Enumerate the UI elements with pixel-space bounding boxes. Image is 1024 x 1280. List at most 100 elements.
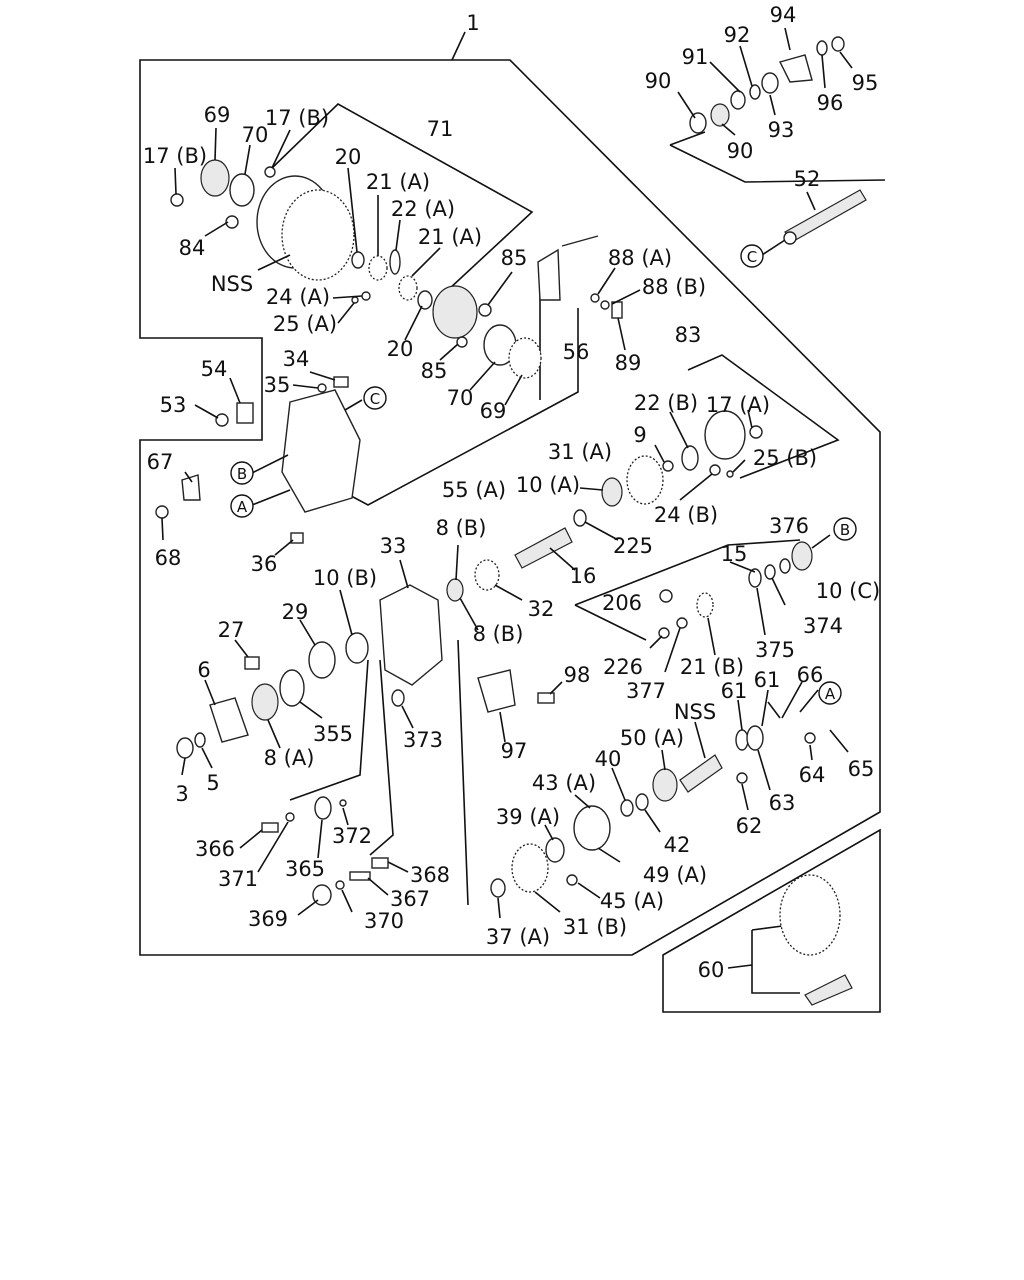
diff-case [432, 285, 478, 339]
label-42: 42 [664, 833, 691, 857]
plate-67 [181, 474, 201, 501]
bearing-50a [652, 768, 678, 802]
label-43a: 43 (A) [532, 771, 596, 795]
label-90-bottom: 90 [727, 139, 754, 163]
label-35: 35 [264, 373, 291, 397]
nut-95 [831, 36, 845, 52]
label-90-left: 90 [645, 69, 672, 93]
bolt-206 [659, 589, 673, 603]
label-16: 16 [570, 564, 597, 588]
bolt-85a [478, 303, 492, 317]
washer-35 [317, 383, 327, 393]
pin-372 [339, 799, 347, 807]
label-375: 375 [755, 638, 795, 662]
bolt-17b [170, 193, 184, 207]
bolt-84 [225, 215, 239, 229]
bearing-39a [545, 837, 565, 863]
gear-21a-1 [368, 255, 388, 281]
bolt-68 [155, 505, 169, 519]
washer-88a [590, 293, 600, 303]
label-1: 1 [466, 11, 479, 35]
label-366: 366 [195, 837, 235, 861]
washer-88b [600, 300, 610, 310]
label-40: 40 [595, 747, 622, 771]
label-31a: 31 (A) [548, 440, 612, 464]
bearing-70a [229, 173, 255, 207]
ring-61 [735, 729, 749, 751]
actuator-97 [477, 669, 516, 713]
label-33: 33 [380, 534, 407, 558]
shaft-52 [784, 189, 867, 243]
part-labels: 1 94 92 91 90 90 93 96 95 52 69 70 17 (B… [143, 3, 880, 982]
label-226: 226 [603, 655, 643, 679]
label-6: 6 [197, 658, 210, 682]
label-63: 63 [769, 791, 796, 815]
bearing-8b-1 [446, 578, 464, 602]
label-50a: 50 (A) [620, 726, 684, 750]
ring-92 [749, 84, 761, 100]
label-369: 369 [248, 907, 288, 931]
label-370: 370 [364, 909, 404, 933]
washer-370 [335, 880, 345, 890]
label-70-top: 70 [242, 123, 269, 147]
washer-9 [662, 460, 674, 472]
label-95: 95 [852, 71, 879, 95]
flange-6 [209, 697, 249, 743]
svg-text:A: A [237, 498, 248, 516]
bolt-27 [244, 656, 260, 670]
label-373: 373 [403, 728, 443, 752]
bracket-206 [574, 539, 801, 641]
label-53: 53 [160, 393, 187, 417]
seal-8a [251, 683, 279, 721]
label-29: 29 [282, 600, 309, 624]
washer-42 [635, 793, 649, 811]
retainer-49a [573, 805, 611, 851]
label-21b: 21 (B) [680, 655, 744, 679]
pin-367 [349, 871, 371, 881]
label-225: 225 [613, 534, 653, 558]
label-61-right: 61 [754, 668, 781, 692]
label-93: 93 [768, 118, 795, 142]
label-nss-ring: NSS [211, 272, 253, 296]
bolt-56 [561, 235, 599, 247]
bracket-71 [269, 103, 534, 291]
label-56: 56 [563, 340, 590, 364]
seal-63 [746, 725, 764, 751]
label-65: 65 [848, 757, 875, 781]
label-5: 5 [206, 771, 219, 795]
label-61-left: 61 [721, 679, 748, 703]
label-376: 376 [769, 514, 809, 538]
label-69-top: 69 [204, 103, 231, 127]
bolt-89 [611, 301, 623, 319]
bolt-45a [566, 874, 578, 886]
label-15: 15 [721, 542, 748, 566]
label-69-bottom: 69 [480, 399, 507, 423]
washer-24b [709, 464, 721, 476]
label-365: 365 [285, 857, 325, 881]
label-374: 374 [803, 614, 843, 638]
label-70-bottom: 70 [447, 386, 474, 410]
label-206: 206 [602, 591, 642, 615]
pinion-nss [679, 754, 723, 793]
label-22a: 22 (A) [391, 197, 455, 221]
bolt-17a [749, 425, 763, 439]
bolt-366 [261, 822, 279, 833]
label-355: 355 [313, 722, 353, 746]
label-98: 98 [564, 663, 591, 687]
bearing-93 [761, 72, 779, 94]
label-21a-top: 21 (A) [366, 170, 430, 194]
reference-marker-c-top: C [740, 244, 764, 268]
label-368: 368 [410, 863, 450, 887]
label-34: 34 [283, 347, 310, 371]
stud-54 [236, 402, 254, 424]
svg-text:C: C [747, 248, 757, 266]
bearing-10c [791, 541, 813, 571]
label-89: 89 [615, 351, 642, 375]
label-64: 64 [799, 763, 826, 787]
leader-lines [161, 27, 853, 969]
label-83: 83 [675, 323, 702, 347]
nut-64 [804, 732, 816, 744]
washer-20b [417, 290, 433, 310]
label-20-top: 20 [335, 145, 362, 169]
label-10c: 10 (C) [816, 579, 880, 603]
